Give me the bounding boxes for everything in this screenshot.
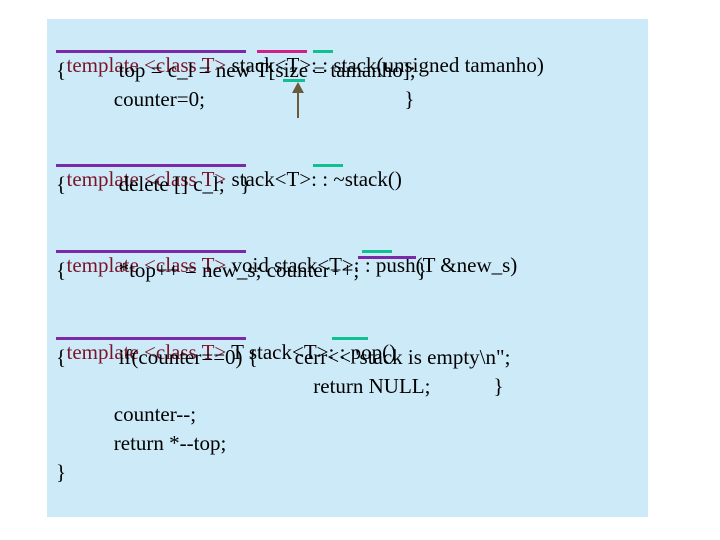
arrow-up-icon <box>292 82 304 93</box>
block4-line5: } <box>56 460 67 484</box>
block3-T-underline <box>362 250 392 253</box>
block2-signature: stack<T>: : ~stack() <box>226 167 402 191</box>
block3-template-prefix: template <class T> <box>66 253 227 277</box>
block1-template-prefix: template <class T> <box>66 53 227 77</box>
block4-signature: T stack<T>: : pop() <box>226 340 397 364</box>
block1-header: template <class T> stack<T>: : stack(uns… <box>56 29 544 77</box>
block3-signature: void stack<T>: : push(T &new_s) <box>226 253 518 277</box>
block3-counter-underline <box>358 256 416 259</box>
block3-underline <box>56 250 246 253</box>
block4-line4: return *--top; <box>56 431 227 455</box>
block2-T-underline <box>313 164 343 167</box>
block2-header: template <class T> stack<T>: : ~stack() <box>56 143 402 191</box>
block1-line1: { top = c_l = new T[size = tamanho]; <box>56 58 416 82</box>
block2-underline <box>56 164 246 167</box>
block2-template-prefix: template <class T> <box>66 167 227 191</box>
block4-template-prefix: template <class T> <box>66 340 227 364</box>
block1-signature: stack<T>: : stack(unsigned tamanho) <box>226 53 544 77</box>
arrow-shaft <box>297 92 299 118</box>
block1-line2: counter=0; } <box>56 87 415 111</box>
block2-line1: { delete [] c_l; } <box>56 172 251 196</box>
block4-line3: counter--; <box>56 402 197 426</box>
block1-T-underline <box>313 50 333 53</box>
block3-header: template <class T> void stack<T>: : push… <box>56 229 518 277</box>
block4-line1: { if(counter==0) { cerr<<"stack is empty… <box>56 345 511 369</box>
block4-line2: return NULL; } <box>56 374 504 398</box>
block4-underline <box>56 337 246 340</box>
block3-line1: { *top++ = new_s; counter++; } <box>56 258 428 282</box>
block4-T-underline <box>332 337 368 340</box>
block1-newT-underline <box>283 79 305 82</box>
block1-underline <box>56 50 246 53</box>
slide-panel <box>47 19 648 517</box>
block4-header: template <class T> T stack<T>: : pop() <box>56 316 397 364</box>
block1-stack-underline <box>257 50 307 53</box>
